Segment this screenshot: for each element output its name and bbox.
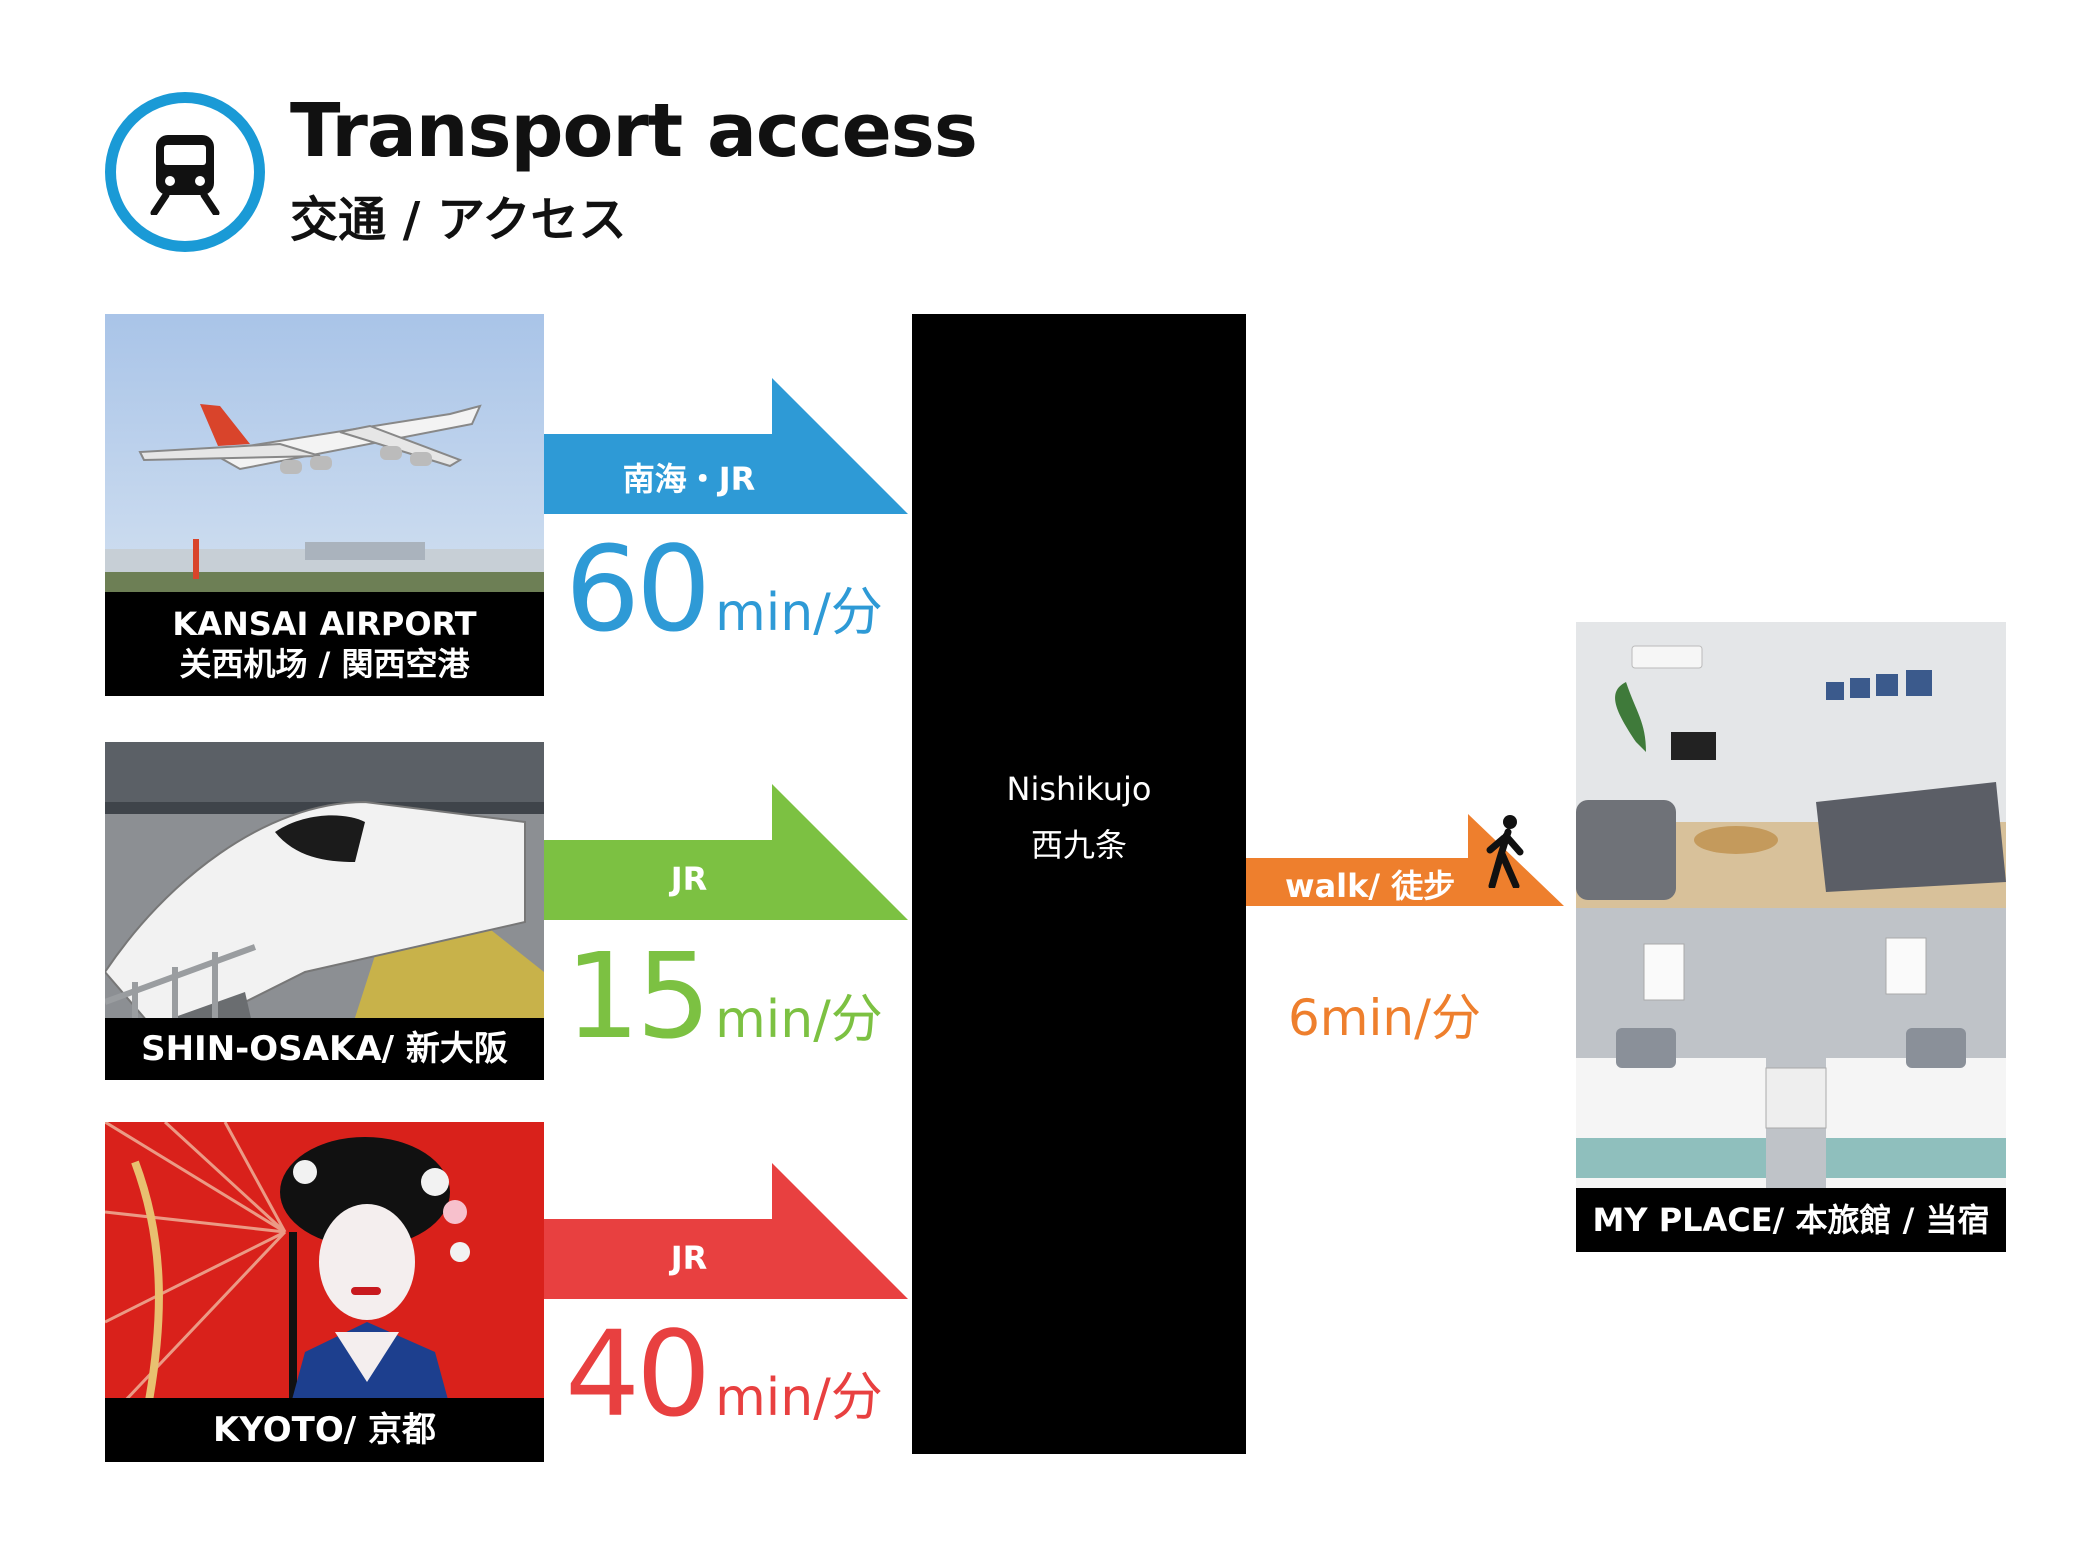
route-label: JR [670,860,708,898]
destination-caption: MY PLACE/ 本旅館 / 当宿 [1576,1188,2006,1252]
origin-name-local: 关西机场 / 関西空港 [179,645,470,683]
duration-unit: min/分 [715,1368,883,1428]
page-subtitle: 交通 / アクセス [290,192,627,248]
train-icon [150,135,220,215]
living-room-photo [1576,622,2006,908]
duration-minutes: 60 [565,520,711,658]
train-logo [105,92,265,252]
duration-minutes: 40 [565,1305,711,1443]
station-name-local: 西九条 [1030,826,1127,864]
duration-unit: min/分 [715,990,883,1050]
duration-minutes: 15 [565,927,711,1065]
walk-arrow [1246,814,1564,906]
origin-caption: SHIN-OSAKA/ 新大阪 [105,1018,544,1080]
walk-duration: 6min/分 [1288,989,1481,1047]
duration-unit: min/分 [715,583,883,643]
destination-card: MY PLACE/ 本旅館 / 当宿 [1576,622,2006,1252]
origin-card-kansai: KANSAI AIRPORT 关西机场 / 関西空港 [105,314,544,696]
origin-caption: KANSAI AIRPORT 关西机场 / 関西空港 [105,592,544,696]
origin-caption: KYOTO/ 京都 [105,1398,544,1462]
origin-card-kyoto: KYOTO/ 京都 [105,1122,544,1462]
origin-name: KANSAI AIRPORT [172,605,477,643]
route-arrow-kansai: 南海・JR [544,378,908,514]
station-block: Nishikujo 西九条 [912,314,1246,1454]
route-label: 南海・JR [622,460,756,498]
bedroom-photo [1576,908,2006,1194]
route-label: JR [670,1239,708,1277]
station-name: Nishikujo [1006,770,1152,808]
walk-label: walk/ 徒步 [1285,867,1456,905]
walking-person-icon [1486,815,1524,888]
route-arrow-kyoto: JR [544,1163,908,1299]
page-title: Transport access [290,88,978,174]
origin-card-shin-osaka: SHIN-OSAKA/ 新大阪 [105,742,544,1080]
route-arrow-shin-osaka: JR [544,784,908,920]
